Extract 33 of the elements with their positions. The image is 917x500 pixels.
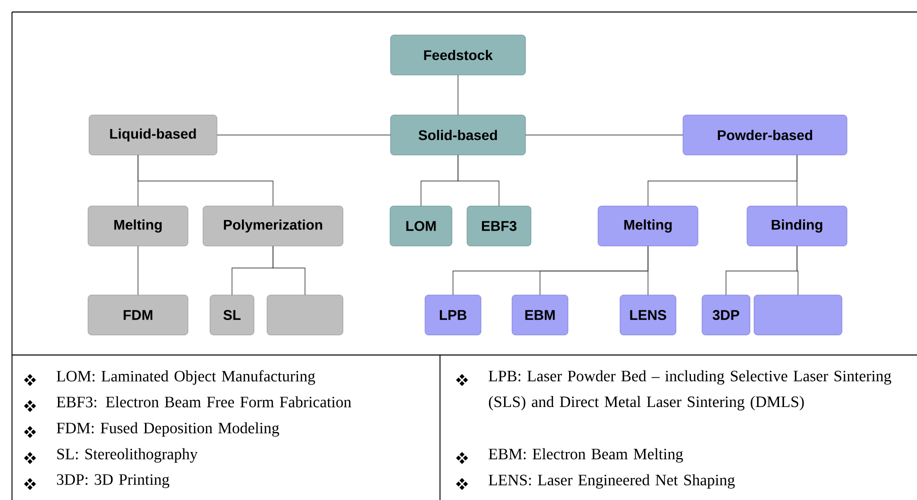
empty-box xyxy=(754,294,842,336)
category-box: Feedstock xyxy=(390,34,526,76)
legend-note: LOM: Laminated Object Manufacturing xyxy=(56,370,316,385)
category-box: LPB xyxy=(424,294,482,336)
connector-line xyxy=(458,154,500,206)
legend-note: LPB: Laser Powder Bed – including Selective Laser Sintering (SLS) and Direct Metal Laser Sintering (DMLS) xyxy=(488,370,892,410)
category-box: Melting xyxy=(88,206,188,246)
category-box: SL xyxy=(210,294,254,336)
connector-line xyxy=(525,134,684,136)
legend-note: EBM: Electron Beam Melting xyxy=(488,448,683,463)
category-box: Powder-based xyxy=(682,114,848,156)
category-box: Melting xyxy=(598,206,698,246)
category-box: Binding xyxy=(746,206,848,246)
legend-note: 3DP: 3D Printing xyxy=(57,474,170,488)
connector-line xyxy=(796,154,798,206)
connector-line xyxy=(216,134,391,136)
category-box: Liquid-based xyxy=(88,114,218,156)
category-box: FDM xyxy=(88,294,188,336)
category-box: Polymerization xyxy=(202,206,344,246)
empty-box xyxy=(266,294,344,336)
legend-note: LENS: Laser Engineered Net Shaping xyxy=(488,474,735,489)
connector-line xyxy=(272,246,306,296)
category-box: 3DP xyxy=(702,294,750,336)
connector-line xyxy=(796,246,798,296)
category-box: EBM xyxy=(512,294,568,336)
legend-note: FDM: Fused Deposition Modeling xyxy=(56,422,280,437)
connector-line xyxy=(138,154,274,206)
category-box: LOM xyxy=(390,206,452,246)
category-box: Solid-based xyxy=(390,114,526,156)
category-box: EBF3 xyxy=(466,206,532,246)
legend-note: EBF3: Electron Beam Free Form Fabrication xyxy=(56,396,352,408)
legend-note: SL: Stereolithography xyxy=(57,448,198,463)
category-box: LENS xyxy=(620,294,676,336)
